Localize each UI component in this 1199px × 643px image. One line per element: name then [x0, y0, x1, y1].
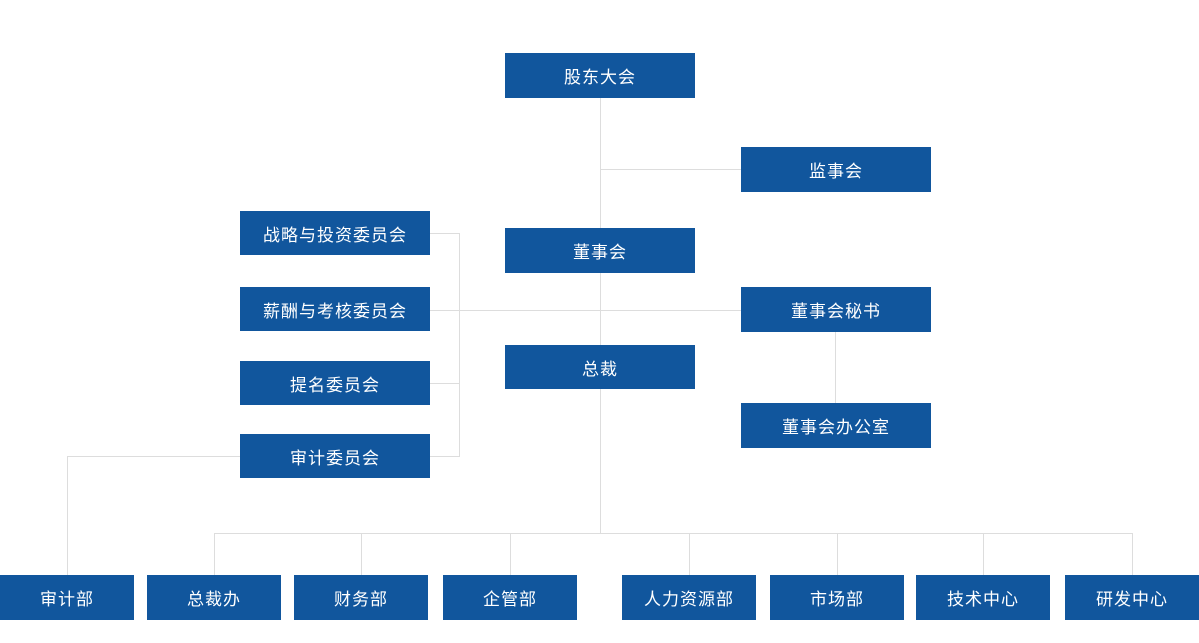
node-label: 董事会秘书 [791, 302, 881, 321]
node-shareholders-meeting: 股东大会 [505, 53, 695, 98]
node-audit-dept: 审计部 [0, 575, 134, 620]
connector-line [510, 533, 511, 575]
node-label: 审计部 [40, 590, 94, 609]
connector-line [837, 533, 838, 575]
node-label: 审计委员会 [290, 448, 380, 468]
node-label: 提名委员会 [290, 375, 380, 395]
node-board-secretary: 董事会秘书 [741, 287, 931, 332]
connector-line [600, 273, 601, 345]
connector-line [600, 169, 741, 170]
connector-line [430, 383, 459, 384]
connector-line [689, 533, 690, 575]
connector-line [459, 233, 460, 457]
node-label: 战略与投资委员会 [263, 225, 407, 245]
node-label: 企管部 [483, 590, 537, 609]
connector-line [1132, 533, 1133, 575]
node-label: 财务部 [334, 590, 388, 609]
node-label: 总裁办 [187, 590, 241, 609]
node-strategy-investment-committee: 战略与投资委员会 [240, 211, 430, 255]
node-label: 股东大会 [564, 68, 636, 87]
connector-line [983, 533, 984, 575]
node-nomination-committee: 提名委员会 [240, 361, 430, 405]
connector-line [835, 332, 836, 403]
node-hr-dept: 人力资源部 [622, 575, 756, 620]
node-label: 监事会 [809, 162, 863, 181]
node-label: 技术中心 [947, 590, 1019, 609]
connector-line [361, 533, 362, 575]
node-finance-dept: 财务部 [294, 575, 428, 620]
node-label: 研发中心 [1096, 590, 1168, 609]
connector-line [600, 98, 601, 228]
node-audit-committee: 审计委员会 [240, 434, 430, 478]
connector-line [67, 456, 68, 575]
node-enterprise-management-dept: 企管部 [443, 575, 577, 620]
connector-line [214, 533, 1133, 534]
node-label: 董事会 [573, 243, 627, 262]
node-label: 董事会办公室 [782, 418, 890, 437]
node-compensation-assessment-committee: 薪酬与考核委员会 [240, 287, 430, 331]
node-president: 总裁 [505, 345, 695, 389]
node-label: 总裁 [582, 359, 618, 379]
node-marketing-dept: 市场部 [770, 575, 904, 620]
node-supervisory-board: 监事会 [741, 147, 931, 192]
node-rd-center: 研发中心 [1065, 575, 1199, 620]
node-board-office: 董事会办公室 [741, 403, 931, 448]
connector-line [430, 310, 741, 311]
connector-line [430, 233, 459, 234]
connector-line [430, 456, 459, 457]
node-label: 人力资源部 [644, 590, 734, 609]
connector-line [67, 456, 240, 457]
connector-line [214, 533, 215, 575]
node-technology-center: 技术中心 [916, 575, 1050, 620]
node-president-office: 总裁办 [147, 575, 281, 620]
connector-line [600, 389, 601, 533]
node-label: 市场部 [810, 590, 864, 609]
node-board-of-directors: 董事会 [505, 228, 695, 273]
node-label: 薪酬与考核委员会 [263, 301, 407, 321]
